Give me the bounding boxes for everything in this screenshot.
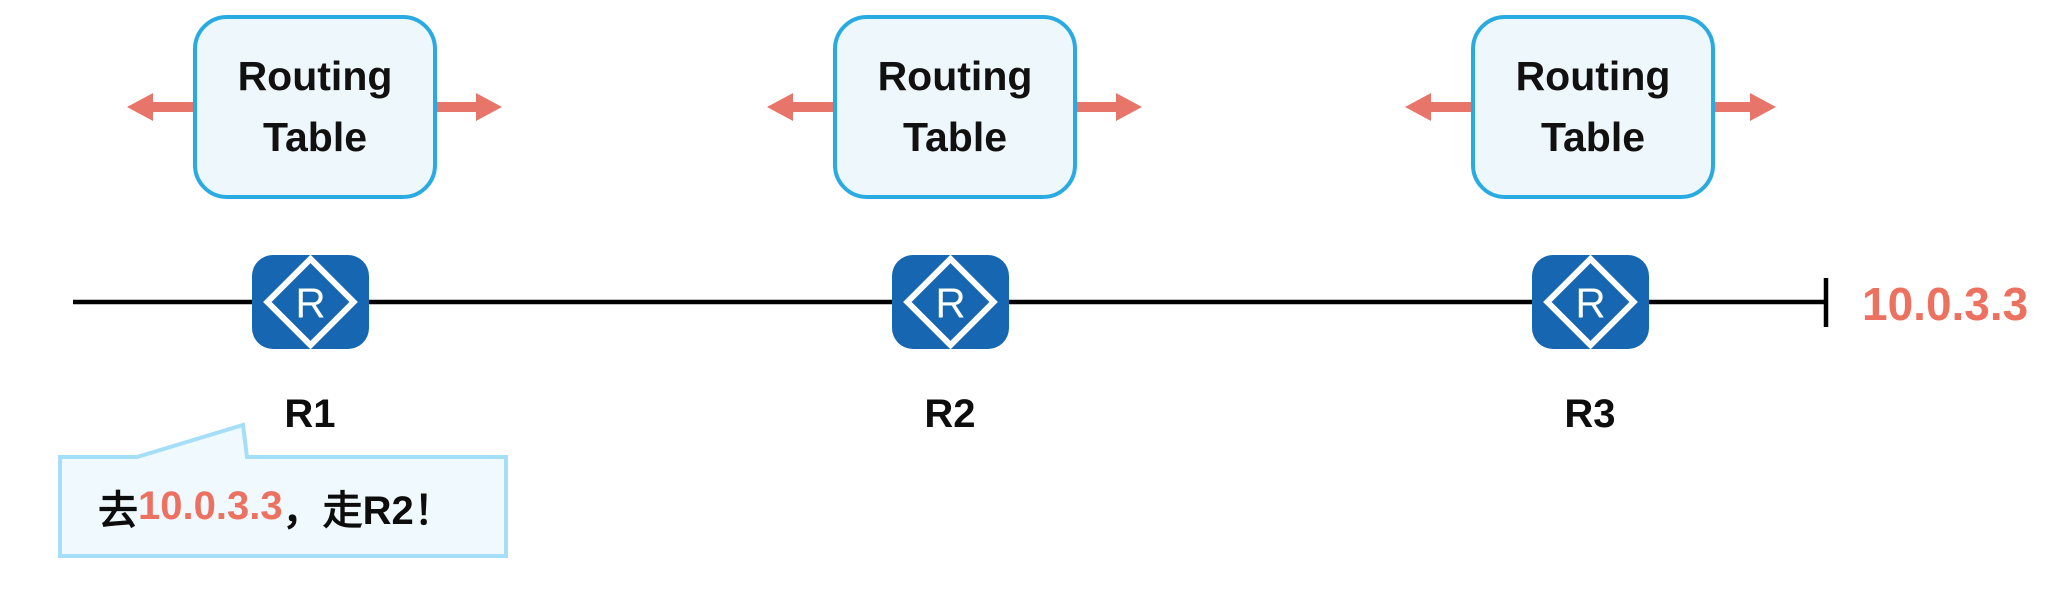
r3-icon-letter: R: [1575, 280, 1605, 327]
r2-table-right-arrow-icon: [1072, 93, 1142, 121]
r2-icon-letter: R: [935, 280, 965, 327]
r1-table-right-arrow-icon: [432, 93, 502, 121]
r2-routing-table-box: Routing Table: [833, 15, 1077, 199]
r3-router-icon: R: [1532, 254, 1649, 350]
r2-router-icon: R: [892, 254, 1009, 350]
r1-icon-letter: R: [295, 280, 325, 327]
r3-name-label: R3: [1564, 392, 1616, 436]
destination-ip-label: 10.0.3.3: [1862, 278, 2029, 330]
r1-routing-table-box: Routing Table: [193, 15, 437, 199]
r1-name-label: R1: [284, 392, 336, 436]
r1-routing-table-label: Routing Table: [237, 52, 393, 161]
r2-name-label: R2: [924, 392, 976, 436]
r2-table-left-arrow-icon: [767, 93, 838, 121]
r1-table-left-arrow-icon: [127, 93, 198, 121]
r3-routing-table-label: Routing Table: [1515, 52, 1671, 161]
bubble-text-prefix: 去: [98, 488, 138, 533]
r3-table-left-arrow-icon: [1405, 93, 1476, 121]
speech-bubble-shape: [58, 422, 508, 558]
r3-table-right-arrow-icon: [1706, 93, 1776, 121]
r1-router-icon: R: [252, 254, 369, 350]
bubble-text-suffix: ，走R2！: [282, 488, 454, 533]
r2-routing-table-label: Routing Table: [877, 52, 1033, 161]
bubble-text-ip: 10.0.3.3: [138, 484, 283, 528]
r3-routing-table-box: Routing Table: [1471, 15, 1715, 199]
